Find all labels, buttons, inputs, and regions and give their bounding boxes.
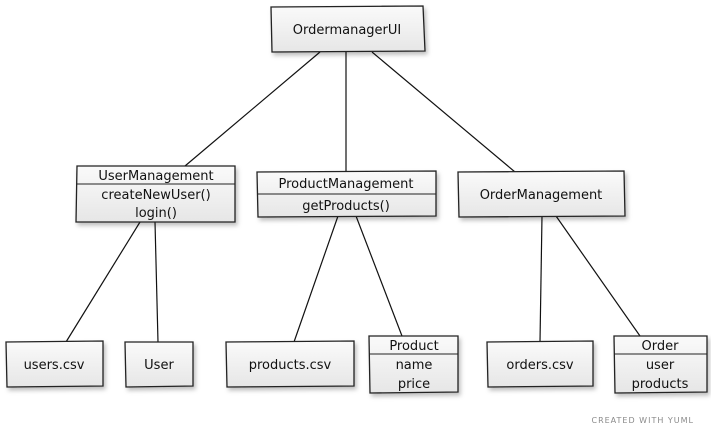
node-orderscsv-title: orders.csv <box>506 358 573 373</box>
node-product-member: price <box>398 377 430 392</box>
node-productscsv-title: products.csv <box>249 358 332 373</box>
node-ordermanagerui-title: OrdermanagerUI <box>293 23 402 38</box>
node-ordermanagement-title: OrderManagement <box>480 188 603 203</box>
node-usermanagement-title: UserManagement <box>98 169 213 184</box>
node-productmanagement-title: ProductManagement <box>279 177 414 192</box>
node-usermanagement <box>75 165 236 223</box>
node-ordermanagement <box>457 170 626 218</box>
edges <box>65 51 641 343</box>
node-usermanagement-member: createNewUser() <box>101 188 210 203</box>
node-userscsv <box>5 340 104 388</box>
node-order <box>613 335 708 394</box>
node-order-member: products <box>632 377 689 392</box>
node-user-title: User <box>144 358 174 373</box>
edge-usermanagement-userscsv <box>65 221 141 343</box>
node-usermanagement-member: login() <box>135 206 177 221</box>
edge-usermanagement-user <box>154 221 159 343</box>
edge-ordermanagement-order <box>555 215 641 337</box>
node-product-member: name <box>396 358 433 373</box>
edge-productmanagement-productscsv <box>293 215 339 343</box>
node-userscsv-title: users.csv <box>24 358 85 373</box>
node-ordermanagerui <box>270 5 426 53</box>
node-user <box>124 341 194 388</box>
node-product <box>368 335 459 394</box>
edge-ordermanagerui-ordermanagement <box>371 51 516 173</box>
edge-productmanagement-product <box>355 215 403 337</box>
node-order-title: Order <box>642 339 680 354</box>
yuml-credit: CREATED WITH YUML <box>591 416 694 425</box>
node-order-member: user <box>646 358 675 373</box>
node-productscsv <box>225 340 355 388</box>
edge-ordermanagement-orderscsv <box>539 215 543 343</box>
node-productmanagement <box>256 170 437 218</box>
node-product-title: Product <box>389 339 438 354</box>
edge-ordermanagerui-usermanagement <box>184 51 321 167</box>
node-orderscsv <box>486 340 594 388</box>
node-productmanagement-member: getProducts() <box>302 199 390 214</box>
